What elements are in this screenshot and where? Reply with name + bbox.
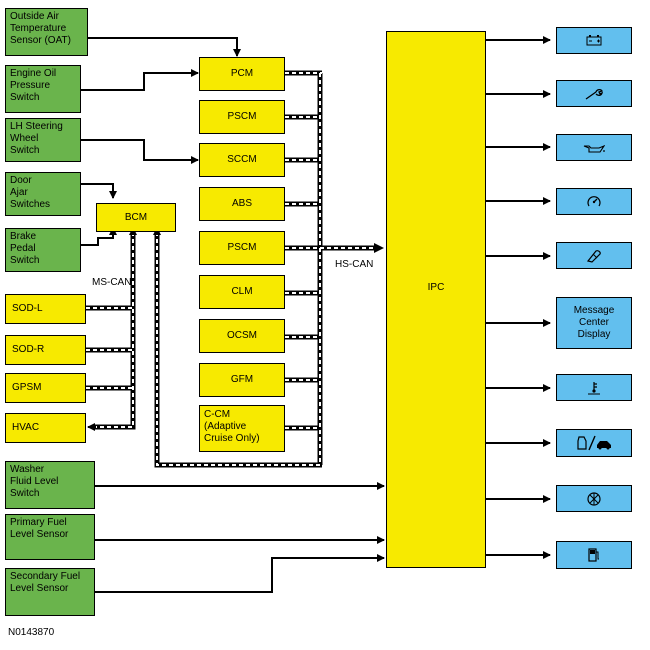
- clm-box: CLM: [199, 275, 285, 309]
- ocsm-box: OCSM: [199, 319, 285, 353]
- ipc-box: IPC: [386, 31, 486, 568]
- primary-fuel-level-sensor-box: Primary Fuel Level Sensor: [5, 514, 95, 560]
- message-center-display-box: Message Center Display: [556, 297, 632, 349]
- washer-fluid-level-switch-box: Washer Fluid Level Switch: [5, 461, 95, 509]
- oil-pressure-to-pcm-line: [81, 69, 199, 91]
- hs-can-arrowhead: [374, 243, 384, 253]
- washer-fluid-icon: [556, 242, 632, 269]
- secondary-fuel-level-sensor-box: Secondary Fuel Level Sensor: [5, 568, 95, 616]
- figure-id-label: N0143870: [8, 627, 55, 638]
- gfm-box: GFM: [199, 363, 285, 397]
- battery-icon: [556, 27, 632, 54]
- c-cm-box: C-CM (Adaptive Cruise Only): [199, 405, 285, 452]
- brake-pedal-switch-box: Brake Pedal Switch: [5, 228, 81, 272]
- brake-to-bcm-line: [81, 227, 117, 246]
- sccm-box: SCCM: [199, 143, 285, 177]
- ms-can-label: MS-CAN: [92, 277, 132, 288]
- sod-r-box: SOD-R: [5, 335, 86, 365]
- hs-can-label: HS-CAN: [335, 259, 374, 270]
- oil-can-icon: [556, 134, 632, 161]
- input-connections: [81, 37, 385, 593]
- cruise-control-icon: [556, 188, 632, 215]
- coolant-temperature-icon: [556, 374, 632, 401]
- gpsm-box: GPSM: [5, 373, 86, 403]
- can-network-buses: [86, 70, 384, 468]
- steering-to-sccm-line: [81, 139, 199, 164]
- door-ajar-switches-box: Door Ajar Switches: [5, 172, 81, 216]
- hvac-box: HVAC: [5, 413, 86, 443]
- oat-to-pcm-line: [88, 37, 241, 57]
- door-ajar-to-bcm-line: [81, 183, 117, 199]
- pscm-top-box: PSCM: [199, 100, 285, 134]
- sod-l-box: SOD-L: [5, 294, 86, 324]
- pscm-bottom-box: PSCM: [199, 231, 285, 265]
- door-ajar-icon: [556, 429, 632, 457]
- secondary-fuel-to-ipc-line: [95, 554, 385, 593]
- wrench-icon: [556, 80, 632, 107]
- fuel-pump-icon: [556, 541, 632, 569]
- abs-box: ABS: [199, 187, 285, 221]
- oat-sensor-box: Outside Air Temperature Sensor (OAT): [5, 8, 88, 56]
- lh-steering-wheel-switch-box: LH Steering Wheel Switch: [5, 118, 81, 162]
- output-connections: [486, 36, 551, 559]
- seatbelt-icon: [556, 485, 632, 512]
- bcm-box: BCM: [96, 203, 176, 232]
- engine-oil-pressure-switch-box: Engine Oil Pressure Switch: [5, 65, 81, 113]
- pcm-box: PCM: [199, 57, 285, 91]
